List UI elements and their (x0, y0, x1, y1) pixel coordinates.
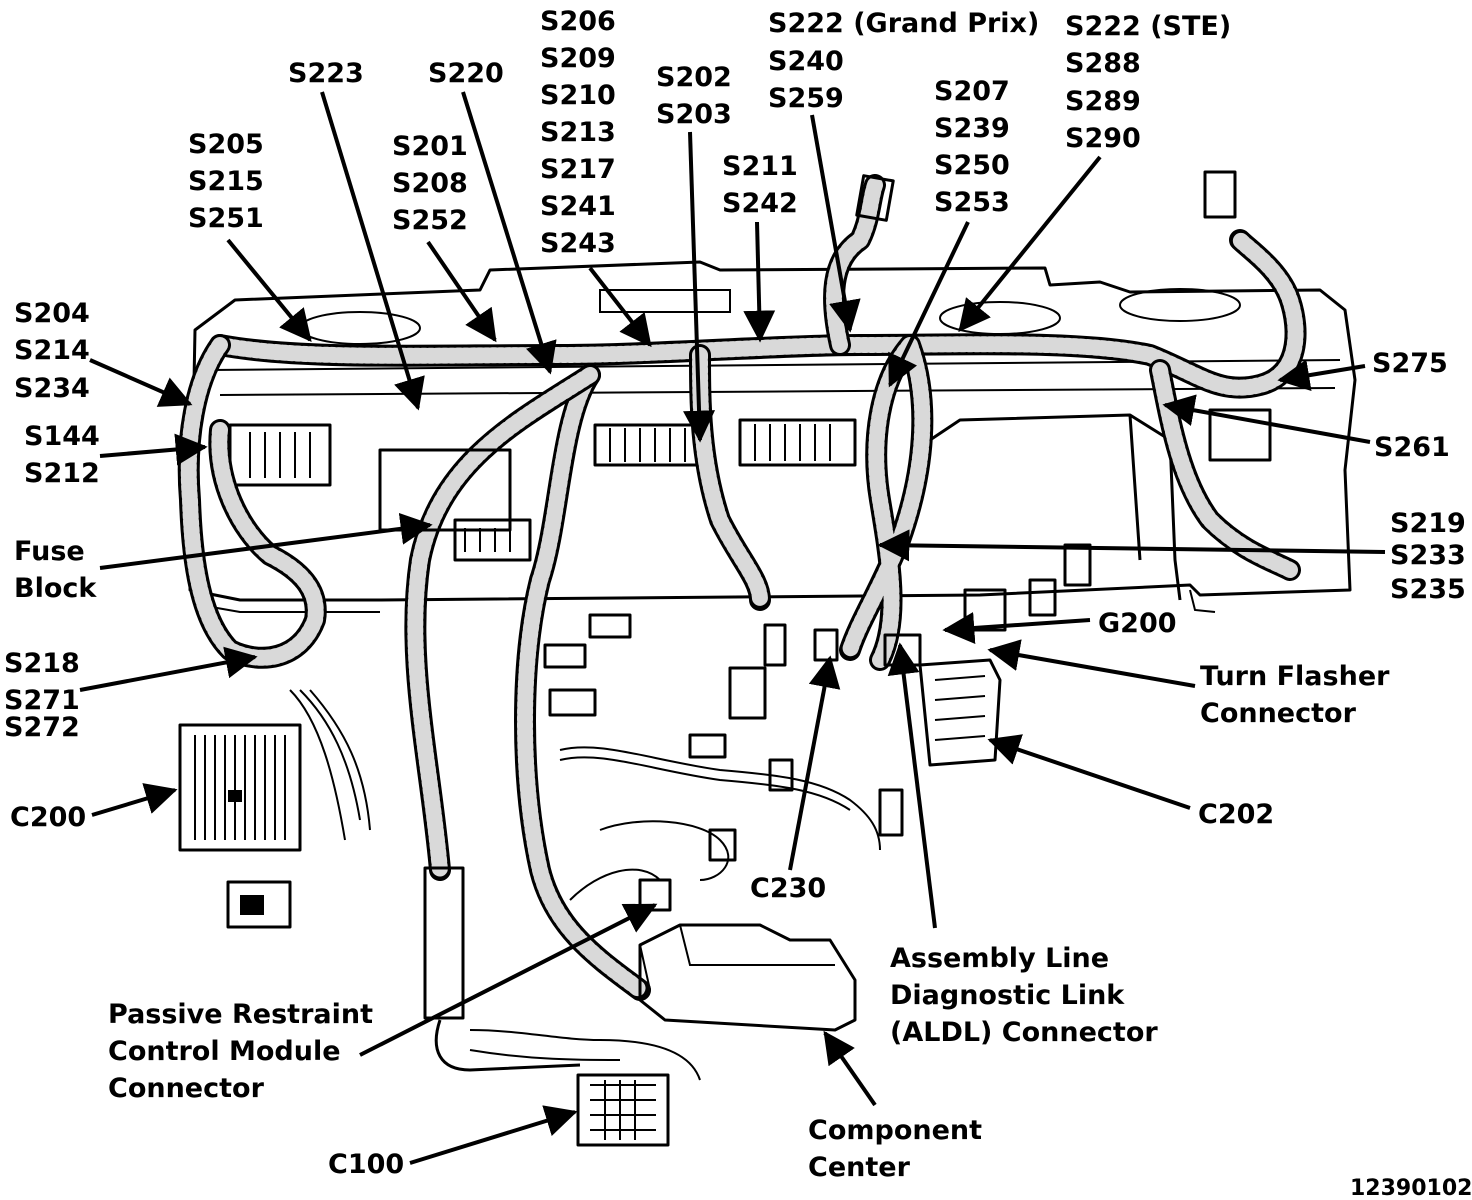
label-s215: S215 (188, 166, 264, 197)
label-s222-grand-prix: S222 (Grand Prix) (768, 8, 1039, 39)
label-s252: S252 (392, 205, 468, 236)
label-fuse: Fuse (14, 536, 85, 567)
label-group-s204: S204 S214 S234 (14, 298, 90, 404)
label-s290: S290 (1065, 123, 1141, 154)
label-s239: S239 (934, 113, 1010, 144)
label-component-center: Component Center (808, 1115, 982, 1183)
c202-connector (918, 658, 1002, 767)
label-s243: S243 (540, 228, 616, 259)
label-group-s222-ste: S222 (STE) S288 S289 S290 (1065, 11, 1231, 154)
figure-number: 12390102 (1350, 1176, 1472, 1200)
label-g200: G200 (1098, 608, 1177, 639)
label-aldl-line3: (ALDL) Connector (890, 1017, 1158, 1048)
label-aldl-line2: Diagnostic Link (890, 980, 1125, 1011)
label-s220: S220 (428, 58, 504, 89)
label-s211: S211 (722, 151, 798, 182)
label-s207: S207 (934, 76, 1010, 107)
label-s206: S206 (540, 6, 616, 37)
label-aldl: Assembly Line Diagnostic Link (ALDL) Con… (890, 943, 1158, 1048)
label-s223: S223 (288, 58, 364, 89)
label-s219: S219 (1390, 508, 1466, 539)
label-group-s201: S201 S208 S252 (392, 131, 468, 236)
label-aldl-line1: Assembly Line (890, 943, 1109, 974)
label-s233: S233 (1390, 540, 1466, 571)
label-s275: S275 (1372, 348, 1448, 379)
label-passive-restraint-line3: Connector (108, 1073, 265, 1104)
label-passive-restraint: Passive Restraint Control Module Connect… (108, 999, 373, 1104)
label-s271: S271 (4, 685, 80, 716)
label-s202: S202 (656, 62, 732, 93)
label-passive-restraint-line1: Passive Restraint (108, 999, 373, 1030)
label-group-s206: S206 S209 S210 S213 S217 S241 S243 (540, 6, 616, 259)
label-s201: S201 (392, 131, 468, 162)
label-s242: S242 (722, 188, 798, 219)
component-center (638, 923, 857, 1032)
label-component-center-line2: Center (808, 1152, 911, 1183)
label-s222-ste: S222 (STE) (1065, 11, 1231, 42)
label-s217: S217 (540, 154, 616, 185)
labels: S223 S220 S206 S209 S210 S213 S217 S241 … (4, 6, 1472, 1200)
label-s240: S240 (768, 46, 844, 77)
label-group-s218: S218 S271 S272 (4, 648, 80, 743)
label-s250: S250 (934, 150, 1010, 181)
label-group-s219: S219 S233 S235 (1390, 508, 1466, 605)
label-group-s207: S207 S239 S250 S253 (934, 76, 1010, 218)
label-s214: S214 (14, 335, 90, 366)
c100-connector (576, 1073, 670, 1147)
label-s209: S209 (540, 43, 616, 74)
label-s208: S208 (392, 168, 468, 199)
label-s251: S251 (188, 203, 264, 234)
label-s241: S241 (540, 191, 616, 222)
label-s288: S288 (1065, 48, 1141, 79)
wiring-harness (177, 174, 1307, 1001)
label-group-s144: S144 S212 (24, 421, 100, 489)
label-fuse-block: Fuse Block (14, 536, 97, 604)
connectors (178, 170, 1237, 1147)
label-s272: S272 (4, 712, 80, 743)
label-turn-flasher-line1: Turn Flasher (1200, 661, 1390, 692)
label-group-s222-grand-prix: S222 (Grand Prix) S240 S259 (768, 8, 1039, 114)
label-s212: S212 (24, 458, 100, 489)
label-c200: C200 (10, 802, 86, 833)
leader-arrows (79, 91, 1386, 1165)
label-c100: C100 (328, 1149, 404, 1180)
label-s235: S235 (1390, 574, 1466, 605)
label-c230: C230 (750, 873, 826, 904)
c200-connector (178, 723, 302, 852)
label-s261: S261 (1374, 432, 1450, 463)
label-block: Block (14, 573, 97, 604)
label-passive-restraint-line2: Control Module (108, 1036, 341, 1067)
label-group-s202: S202 S203 (656, 62, 732, 130)
label-s204: S204 (14, 298, 90, 329)
label-s210: S210 (540, 80, 616, 111)
label-c202: C202 (1198, 799, 1274, 830)
label-turn-flasher-line2: Connector (1200, 698, 1357, 729)
label-s234: S234 (14, 373, 90, 404)
label-s144: S144 (24, 421, 100, 452)
label-s205: S205 (188, 129, 264, 160)
label-s259: S259 (768, 83, 844, 114)
label-s218: S218 (4, 648, 80, 679)
label-s253: S253 (934, 187, 1010, 218)
label-group-s205: S205 S215 S251 (188, 129, 264, 234)
label-group-s211: S211 S242 (722, 151, 798, 219)
label-component-center-line1: Component (808, 1115, 982, 1146)
label-s289: S289 (1065, 86, 1141, 117)
label-s213: S213 (540, 117, 616, 148)
label-turn-flasher: Turn Flasher Connector (1200, 661, 1390, 729)
label-s203: S203 (656, 99, 732, 130)
